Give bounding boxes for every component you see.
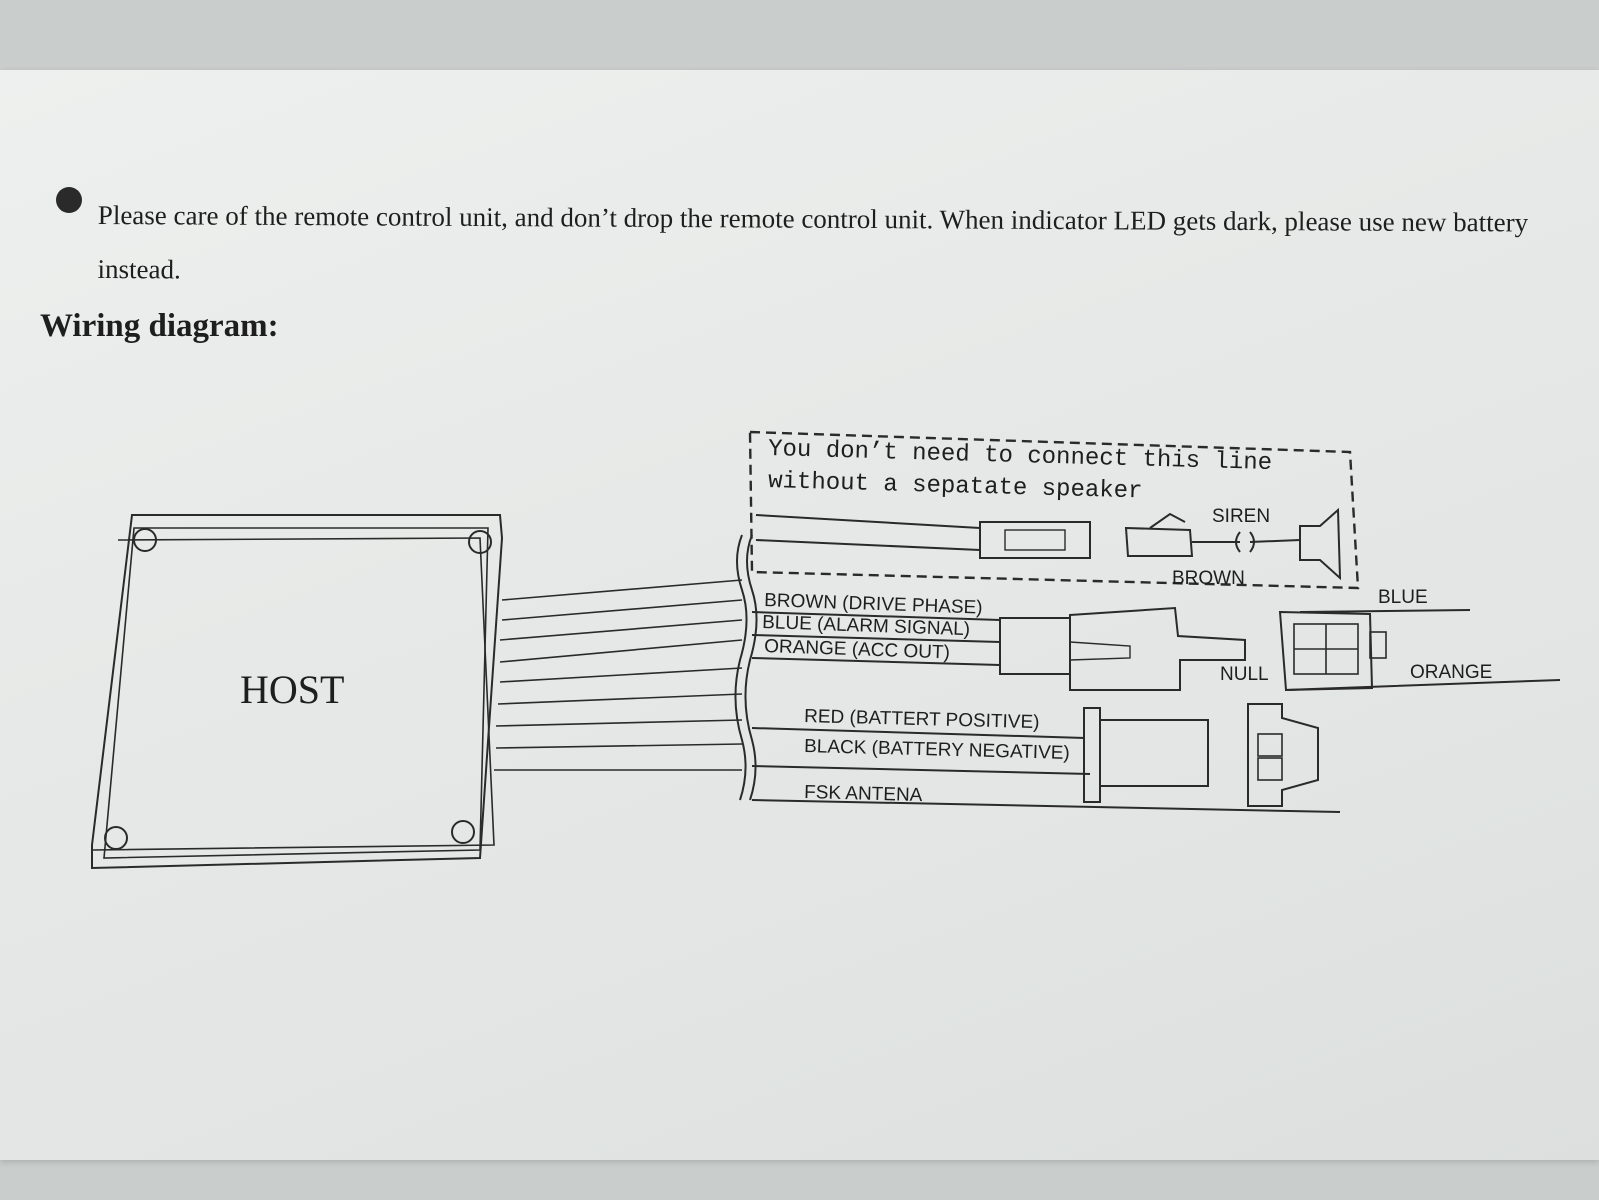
siren-plug <box>979 521 1091 559</box>
orange-output-label: ORANGE <box>1410 662 1492 683</box>
wire-label-black: BLACK (BATTERY NEGATIVE) <box>804 736 1070 764</box>
host-unit: HOST <box>91 514 504 870</box>
harness-plug-body <box>1069 606 1246 691</box>
corner-screw-icon <box>104 826 128 850</box>
note-line-2: without a sepatate speaker <box>768 468 1143 505</box>
siren-socket <box>1124 526 1194 557</box>
harness-plug <box>999 617 1071 675</box>
bullet-icon <box>56 187 82 213</box>
wire-label-red: RED (BATTERT POSITIVE) <box>804 706 1040 733</box>
wiring-diagram-heading: Wiring diagram: <box>40 308 279 344</box>
wire-bundle <box>494 534 758 801</box>
corner-screw-icon <box>133 528 157 552</box>
power-plug <box>1099 719 1209 787</box>
harness-socket <box>1278 610 1374 692</box>
corner-screw-icon <box>468 530 492 554</box>
upper-harness: BROWN (DRIVE PHASE) BLUE (ALARM SIGNAL) … <box>751 587 1561 692</box>
null-label: NULL <box>1220 664 1269 685</box>
corner-screw-icon <box>451 820 475 844</box>
siren-speaker-icon <box>1299 507 1342 581</box>
power-socket <box>1247 703 1319 807</box>
siren-label: SIREN <box>1212 506 1270 527</box>
blue-output-label: BLUE <box>1378 587 1428 608</box>
brown-siren-label: BROWN <box>1172 568 1245 589</box>
power-plug-latch <box>1083 707 1101 803</box>
instruction-sheet <box>0 70 1599 1160</box>
host-label: HOST <box>240 667 344 712</box>
optional-siren-box: You don’t need to connect this line with… <box>748 430 1360 590</box>
lower-harness: RED (BATTERT POSITIVE) BLACK (BATTERY NE… <box>751 703 1341 813</box>
